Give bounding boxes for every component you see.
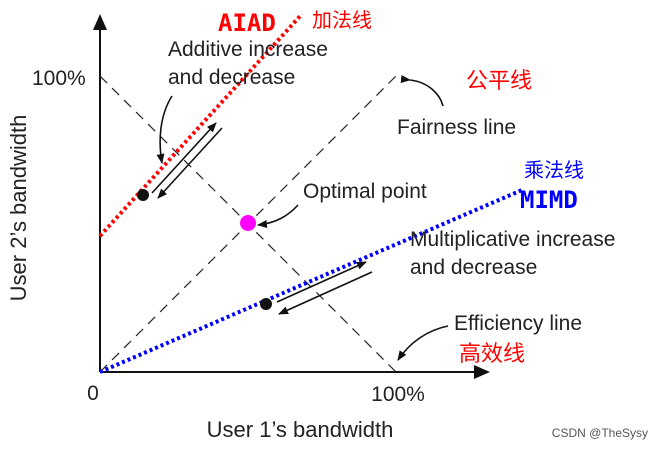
mimd-increase-arrow — [276, 261, 367, 303]
aiad-decrease-arrow — [157, 127, 223, 199]
mimd-decrease-arrow — [278, 271, 373, 315]
efficiency-cn-label: 高效线 — [459, 342, 525, 367]
mimd-code-label: MIMD — [520, 186, 578, 214]
y-axis-arrowhead — [93, 14, 107, 30]
x-max-label: 100% — [371, 383, 425, 406]
y-max-label: 100% — [32, 67, 86, 90]
fairness-pointer-arrow — [400, 75, 444, 107]
watermark: CSDN @TheSysy — [552, 426, 648, 440]
optimal-point-marker — [240, 215, 256, 231]
efficiency-pointer-arrow — [397, 325, 449, 361]
aiad-line — [98, 12, 304, 238]
aiad-code-label: AIAD — [218, 9, 276, 37]
optimal-point-label: Optimal point — [303, 180, 427, 203]
mimd-cn-label: 乘法线 — [524, 158, 584, 182]
origin-label: 0 — [87, 382, 99, 405]
mimd-desc-line2: and decrease — [410, 256, 537, 279]
optimal-pointer-arrow — [257, 204, 299, 228]
aiad-desc-line1: Additive increase — [168, 38, 328, 61]
aiad-pointer-arrow — [156, 95, 173, 164]
x-axis-arrowhead — [474, 365, 490, 379]
x-axis-label: User 1’s bandwidth — [207, 417, 394, 442]
aiad-start-point — [137, 189, 149, 201]
y-axis-label: User 2’s bandwidth — [6, 115, 31, 302]
mimd-line — [99, 188, 523, 374]
mimd-start-point — [260, 298, 272, 310]
aiad-cn-label: 加法线 — [312, 8, 372, 32]
aiad-increase-arrow — [151, 122, 217, 194]
aiad-desc-line2: and decrease — [168, 66, 295, 89]
fairness-line-label: Fairness line — [397, 116, 516, 139]
mimd-desc-line1: Multiplicative increase — [410, 228, 615, 251]
fairness-cn-label: 公平线 — [466, 69, 532, 94]
efficiency-line-label: Efficiency line — [454, 312, 582, 335]
